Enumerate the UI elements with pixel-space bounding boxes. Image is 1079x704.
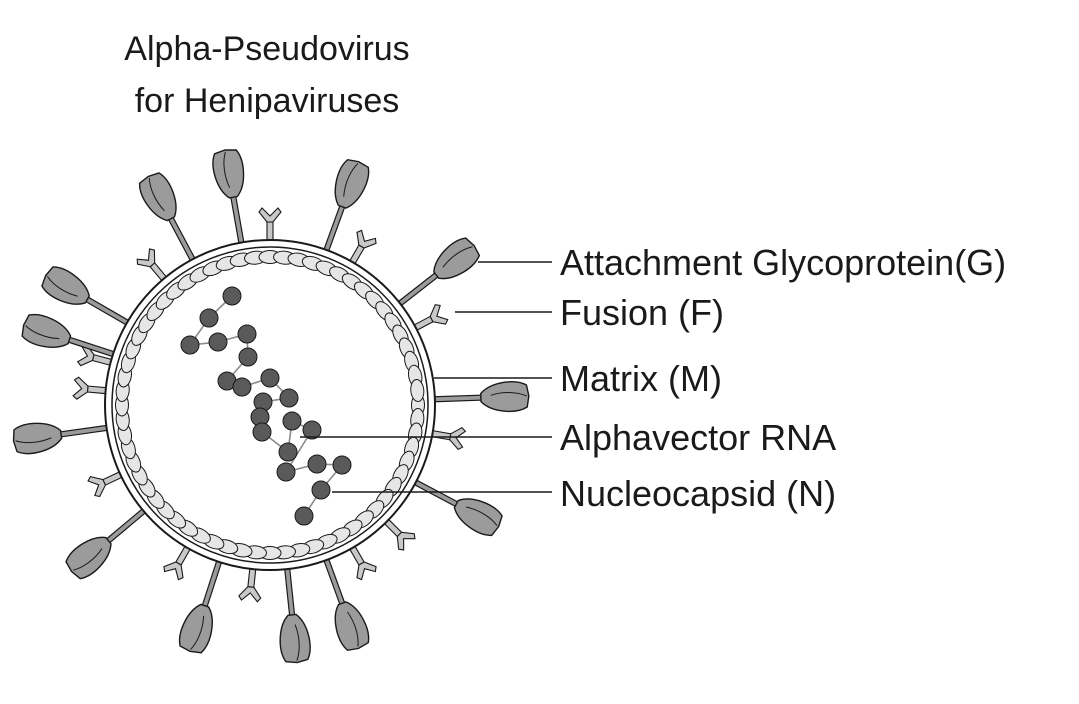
nucleocapsid-bead bbox=[302, 420, 322, 440]
attachment-glycoprotein-spike bbox=[424, 381, 530, 413]
nucleocapsid-bead bbox=[311, 480, 331, 500]
spikes-layer bbox=[12, 149, 530, 664]
nucleocapsid-bead bbox=[260, 368, 280, 388]
attachment-glycoprotein-spike bbox=[65, 501, 154, 580]
attachment-glycoprotein-spike bbox=[12, 422, 118, 455]
attachment-glycoprotein-spike bbox=[41, 266, 138, 331]
nucleocapsid-bead bbox=[282, 411, 302, 431]
label-alphavector-rna: Alphavector RNA bbox=[560, 417, 836, 458]
nucleocapsid-bead bbox=[208, 332, 228, 352]
attachment-glycoprotein-spike bbox=[319, 549, 370, 652]
matrix-protein bbox=[410, 379, 425, 402]
nucleocapsid-bead bbox=[238, 347, 258, 367]
attachment-glycoprotein-spike bbox=[319, 158, 370, 261]
attachment-glycoprotein-spike bbox=[279, 558, 311, 664]
attachment-glycoprotein-spike bbox=[178, 550, 226, 654]
nucleocapsid-bead bbox=[294, 506, 314, 526]
nucleocapsid-bead bbox=[180, 335, 200, 355]
diagram-title-line2: for Henipaviruses bbox=[135, 82, 400, 120]
diagram-title-line1: Alpha-Pseudovirus bbox=[124, 30, 409, 68]
nucleocapsid-bead bbox=[222, 286, 242, 306]
nucleocapsid-bead bbox=[237, 324, 257, 344]
label-attachment-glycoprotein: Attachment Glycoprotein(G) bbox=[560, 242, 1006, 283]
nucleocapsid-bead bbox=[276, 462, 296, 482]
nucleocapsid-layer bbox=[180, 286, 352, 526]
viral-envelope-inner bbox=[111, 246, 429, 564]
nucleocapsid-bead bbox=[279, 388, 299, 408]
attachment-glycoprotein-spike bbox=[21, 313, 125, 361]
nucleocapsid-bead bbox=[232, 377, 252, 397]
nucleocapsid-bead bbox=[199, 308, 219, 328]
label-nucleocapsid: Nucleocapsid (N) bbox=[560, 473, 836, 514]
nucleocapsid-bead bbox=[278, 442, 298, 462]
matrix-layer bbox=[115, 250, 425, 560]
label-matrix: Matrix (M) bbox=[560, 358, 722, 399]
label-leader-lines bbox=[300, 261, 552, 493]
label-fusion: Fusion (F) bbox=[560, 292, 724, 333]
nucleocapsid-bead bbox=[252, 422, 272, 442]
attachment-glycoprotein-spike bbox=[212, 149, 247, 254]
attachment-glycoprotein-spike bbox=[389, 237, 481, 313]
nucleocapsid-bead bbox=[307, 454, 327, 474]
nucleocapsid-bead bbox=[332, 455, 352, 475]
